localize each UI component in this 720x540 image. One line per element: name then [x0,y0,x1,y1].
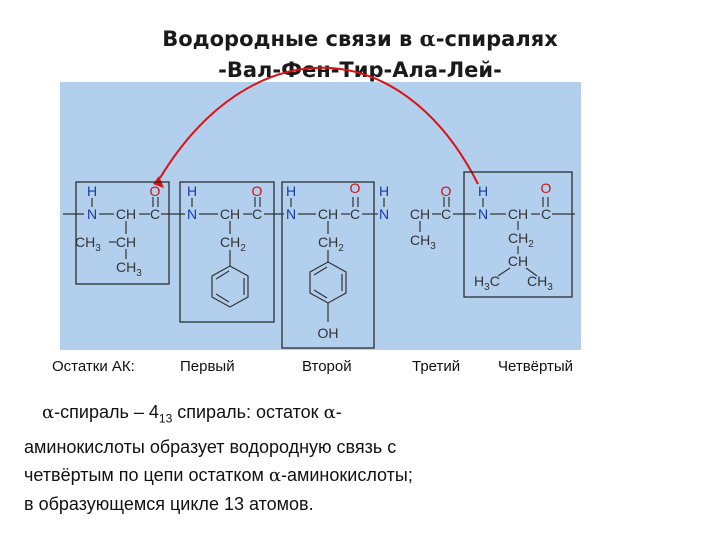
ala-ch3: CH3 [410,232,436,252]
atom-n-2: N [187,206,197,222]
label-residues: Остатки АК: [52,358,135,375]
atom-h-5: H [478,183,488,199]
atom-ca-1: CH [116,206,136,222]
atom-h-1: H [87,183,97,199]
caption-line-1: α-спираль – 413 спираль: остаток α- [42,402,342,426]
leu-ch2: CH2 [508,230,534,250]
atom-n-5: N [478,206,488,222]
residue-box-leu [463,171,573,298]
residue-box-tyr [281,181,375,349]
val-ch3-bottom: CH3 [116,259,142,279]
label-fourth: Четвёртый [498,358,574,375]
title-line-2: -Вал-Фен-Тир-Ала-Лей- [218,58,502,82]
residue-box-phe [179,181,275,323]
diagram-background [60,82,581,350]
tyr-oh: OH [318,325,339,341]
atom-h-3: H [286,183,296,199]
val-cb: CH [116,234,136,250]
caption-text: α-спираль – 413 спираль: остаток α- амин… [24,398,704,518]
residue-box-val [75,181,170,285]
atom-o-1: O [150,183,161,199]
phe-ch2: CH2 [220,234,246,254]
hydrogen-bond-arc [159,66,479,185]
atom-h-4: H [379,183,389,199]
atom-o-2: O [252,183,263,199]
atom-c-3: C [350,206,360,222]
tyr-ch2: CH2 [318,234,344,254]
atom-c-4: C [441,206,451,222]
leu-ch3: CH3 [527,273,553,293]
atom-n-3: N [286,206,296,222]
caption-line-2: аминокислоты образует водородную связь с [24,436,397,457]
atom-ca-3: CH [318,206,338,222]
leu-cg: CH [508,253,528,269]
atom-ca-4: CH [410,206,430,222]
label-second: Второй [302,358,352,375]
caption-line-3: четвёртым по цепи остатком α-аминокислот… [24,464,413,486]
val-ch3-left: CH3 [75,234,101,254]
atom-ca-2: CH [220,206,240,222]
atom-n-4: N [379,206,389,222]
label-third: Третий [412,358,461,375]
leu-h3c: H3C [474,273,500,293]
atom-c-2: C [252,206,262,222]
title-line-1: Водородные связи в α-спиралях [162,26,558,51]
atom-o-4: O [441,183,452,199]
atom-ca-5: CH [508,206,528,222]
atom-c-1: C [150,206,160,222]
atom-c-5: C [541,206,551,222]
atom-o-5: O [541,180,552,196]
atom-h-2: H [187,183,197,199]
atom-o-3: O [350,180,361,196]
caption-line-4: в образующемся цикле 13 атомов. [24,493,314,514]
label-first: Первый [180,358,235,375]
atom-n-1: N [87,206,97,222]
